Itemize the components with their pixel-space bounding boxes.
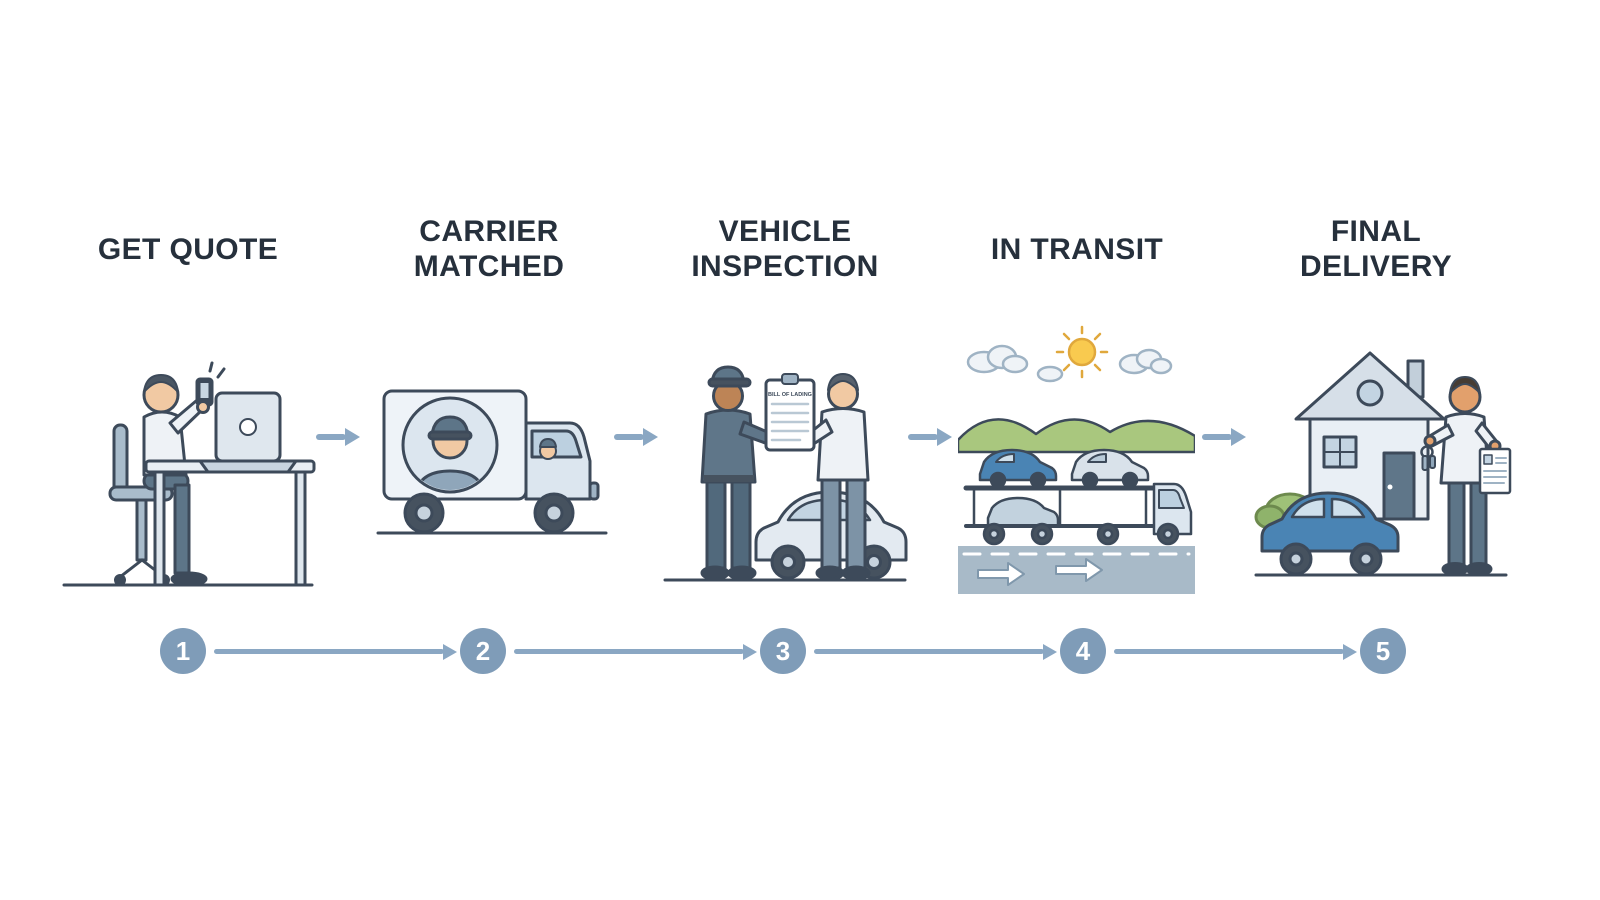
step-3-badge: 3 [760, 628, 806, 674]
road-arrow-icon [1055, 558, 1103, 582]
inspection-scene-icon: BILL OF LADING [663, 365, 908, 582]
truck-wheel-icon [403, 492, 575, 534]
laptop-icon [198, 391, 298, 474]
in-transit-illustration [958, 322, 1195, 594]
cloud-icon [966, 344, 1173, 383]
step-3-title: VEHICLE INSPECTION [691, 215, 879, 284]
step-2-number: 2 [475, 635, 491, 666]
step-5-badge: 5 [1360, 628, 1406, 674]
document-icon [1478, 447, 1512, 495]
step-1-title: GET QUOTE [97, 233, 279, 266]
customer-person-icon [802, 373, 871, 581]
step-4-number: 4 [1075, 635, 1091, 666]
step-2-badge: 2 [460, 628, 506, 674]
clipboard-icon: BILL OF LADING [764, 373, 816, 452]
progress-arrow-icon [514, 643, 757, 660]
road-arrow-icon [977, 562, 1025, 586]
delivery-truck-icon [376, 389, 608, 535]
flow-arrow-icon [1202, 428, 1246, 446]
step-4-title: IN TRANSIT [990, 233, 1164, 266]
step-3-number: 3 [775, 635, 791, 666]
owner-person-icon [1420, 376, 1512, 576]
progress-arrow-icon [1114, 643, 1357, 660]
delivery-scene-icon [1254, 351, 1512, 577]
step-4-badge: 4 [1060, 628, 1106, 674]
step-1-badge: 1 [160, 628, 206, 674]
progress-arrow-icon [214, 643, 457, 660]
hauled-car-icon [1070, 448, 1150, 489]
hauled-car-icon [986, 496, 1060, 528]
final-delivery-illustration [1250, 335, 1512, 593]
flow-arrow-icon [614, 428, 658, 446]
carrier-matched-illustration [372, 365, 612, 565]
truck-cab-icon [524, 421, 600, 501]
customer-with-phone-icon [142, 361, 226, 587]
step-5-title: FINAL DELIVERY [1299, 215, 1453, 284]
hauled-car-icon [978, 448, 1058, 489]
get-quote-illustration [58, 335, 318, 595]
car-carrier-truck-icon [963, 448, 1193, 546]
step-1-number: 1 [175, 635, 191, 666]
step-5-number: 5 [1375, 635, 1391, 666]
progress-arrow-icon [814, 643, 1057, 660]
highway-road-icon [958, 546, 1195, 594]
transit-scene-icon [958, 325, 1195, 594]
person-at-desk-icon [62, 361, 316, 587]
keys-icon [1420, 445, 1436, 471]
step-2-title: CARRIER MATCHED [413, 215, 565, 284]
vehicle-inspection-illustration: BILL OF LADING [660, 340, 910, 590]
flow-arrow-icon [908, 428, 952, 446]
flow-arrow-icon [316, 428, 360, 446]
hills-icon [958, 418, 1195, 454]
clipboard-title: BILL OF LADING [768, 392, 812, 398]
delivered-car-icon [1260, 491, 1400, 576]
sun-icon [1055, 325, 1109, 379]
